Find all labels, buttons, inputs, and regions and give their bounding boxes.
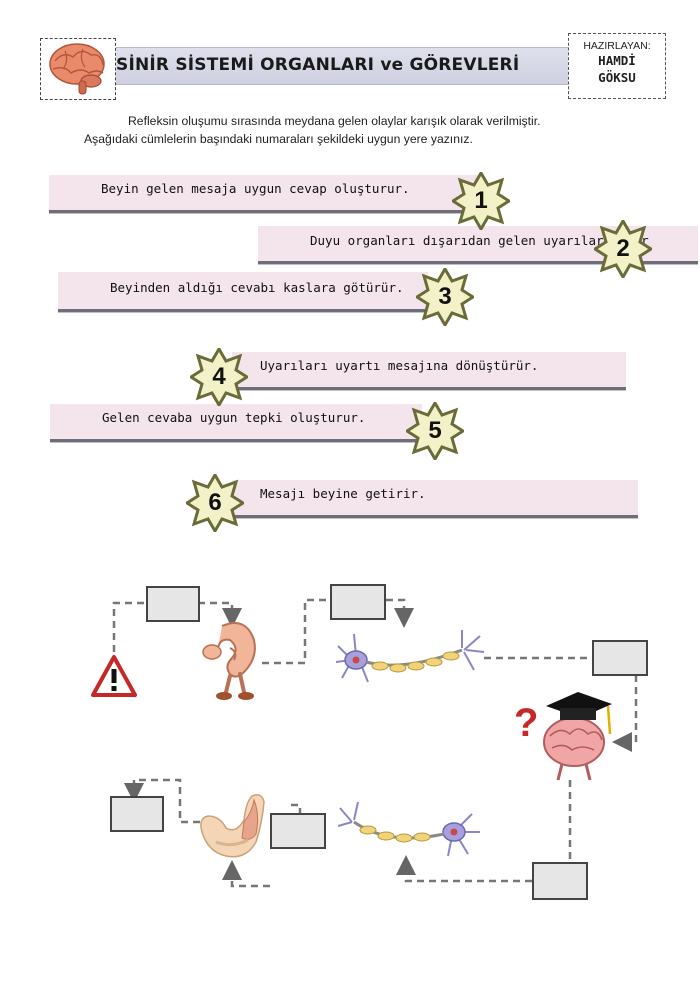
sentence-strip-5: Gelen cevaba uygun tepki oluşturur. (50, 404, 422, 442)
number-star-1: 1 (450, 170, 512, 232)
star-number-2: 2 (616, 235, 630, 262)
svg-text:?: ? (514, 701, 538, 745)
author-first-name: HAMDİ (598, 53, 636, 68)
sentence-strip-4: Uyarıları uyartı mesajına dönüştürür. (232, 352, 626, 390)
neuron-icon-top (335, 630, 485, 683)
instruction-line-2: Aşağıdaki cümlelerin başındaki numaralar… (84, 132, 473, 146)
arm-muscle-icon (200, 794, 265, 858)
author-box: HAZIRLAYAN: HAMDİ GÖKSU (568, 33, 666, 99)
number-star-5: 5 (404, 400, 466, 462)
instruction-line-1: Refleksin oluşumu sırasında meydana gele… (128, 114, 541, 128)
number-star-3: 3 (414, 266, 476, 328)
answer-box-2[interactable] (330, 584, 386, 620)
sentence-text-5: Gelen cevaba uygun tepki oluşturur. (102, 410, 366, 425)
sentence-text-4: Uyarıları uyartı mesajına dönüştürür. (260, 358, 539, 373)
ear-icon (202, 622, 256, 700)
brain-logo-icon (49, 43, 105, 95)
warning-triangle-icon (91, 655, 137, 697)
number-star-6: 6 (184, 472, 246, 534)
star-number-3: 3 (438, 283, 452, 310)
answer-box-4[interactable] (532, 862, 588, 900)
sentence-text-6: Mesajı beyine getirir. (260, 486, 426, 501)
answer-box-1[interactable] (146, 586, 200, 622)
star-number-4: 4 (212, 363, 226, 390)
number-star-2: 2 (592, 218, 654, 280)
answer-box-5[interactable] (270, 813, 326, 849)
brain-graduate-icon: ? (514, 692, 612, 781)
neuron-icon-bottom (338, 801, 480, 857)
star-number-6: 6 (208, 489, 222, 516)
sentence-strip-1: Beyin gelen mesaja uygun cevap oluşturur… (49, 175, 479, 213)
sentence-strip-6: Mesajı beyine getirir. (232, 480, 638, 518)
star-number-5: 5 (428, 417, 442, 444)
number-star-4: 4 (188, 346, 250, 408)
sentence-text-1: Beyin gelen mesaja uygun cevap oluşturur… (101, 181, 410, 196)
page-title: SİNİR SİSTEMİ ORGANLARI ve GÖREVLERİ (116, 55, 520, 75)
title-bar (112, 47, 568, 85)
author-last-name: GÖKSU (598, 70, 636, 85)
author-label: HAZIRLAYAN: (583, 40, 651, 52)
logo-box (40, 38, 116, 100)
answer-box-6[interactable] (110, 796, 164, 832)
star-number-1: 1 (474, 187, 488, 214)
answer-box-3[interactable] (592, 640, 648, 676)
sentence-text-3: Beyinden aldığı cevabı kaslara götürür. (110, 280, 404, 295)
sentence-text-2: Duyu organları dışarıdan gelen uyarıları… (310, 233, 649, 248)
sentence-strip-3: Beyinden aldığı cevabı kaslara götürür. (58, 272, 428, 312)
